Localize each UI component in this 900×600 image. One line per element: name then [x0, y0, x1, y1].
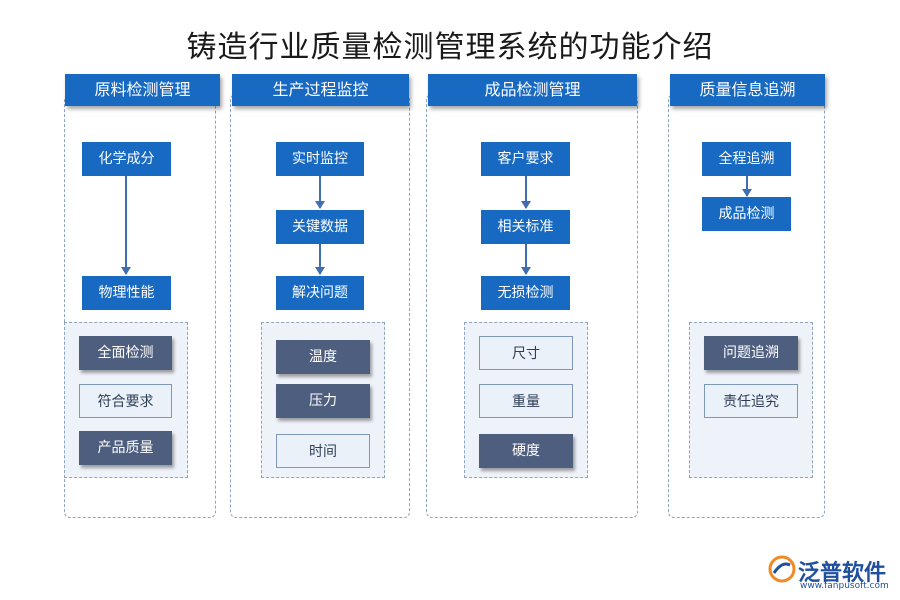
flow-arrow [521, 244, 531, 275]
flow-node-physical: 物理性能 [82, 276, 171, 310]
flow-arrow [742, 176, 752, 197]
flow-arrow [521, 176, 531, 209]
flow-node-full-trace: 全程追溯 [702, 142, 791, 176]
flow-node-nondestructive: 无损检测 [481, 276, 570, 310]
flow-node-realtime: 实时监控 [276, 142, 364, 176]
item-full-inspection: 全面检测 [79, 336, 172, 370]
flow-node-customer-req: 客户要求 [481, 142, 570, 176]
flow-node-finished-check: 成品检测 [702, 197, 791, 231]
column-header-process-monitoring: 生产过程监控 [232, 74, 409, 106]
flow-arrow [315, 244, 325, 275]
item-meets-requirements: 符合要求 [79, 384, 172, 418]
flow-node-key-data: 关键数据 [276, 210, 364, 244]
brand-logo: 泛普软件 www.fanpusoft.com [768, 553, 893, 595]
item-time: 时间 [276, 434, 370, 468]
item-dimension: 尺寸 [479, 336, 573, 370]
flow-node-standards: 相关标准 [481, 210, 570, 244]
item-accountability: 责任追究 [704, 384, 798, 418]
flow-node-chemical: 化学成分 [82, 142, 171, 176]
column-header-raw-material: 原料检测管理 [65, 74, 220, 106]
column-header-traceability: 质量信息追溯 [670, 74, 825, 106]
column-header-finished-inspection: 成品检测管理 [428, 74, 637, 106]
flow-node-solve-problems: 解决问题 [276, 276, 364, 310]
logo-url: www.fanpusoft.com [800, 581, 889, 591]
logo-icon [768, 555, 796, 583]
item-temperature: 温度 [276, 340, 370, 374]
item-problem-trace: 问题追溯 [704, 336, 798, 370]
item-hardness: 硬度 [479, 434, 573, 468]
item-weight: 重量 [479, 384, 573, 418]
logo-name: 泛普软件 [798, 561, 887, 586]
flow-arrow [121, 176, 131, 275]
flow-arrow [315, 176, 325, 209]
item-product-quality: 产品质量 [79, 431, 172, 465]
page-title: 铸造行业质量检测管理系统的功能介绍 [186, 30, 714, 65]
item-pressure: 压力 [276, 384, 370, 418]
